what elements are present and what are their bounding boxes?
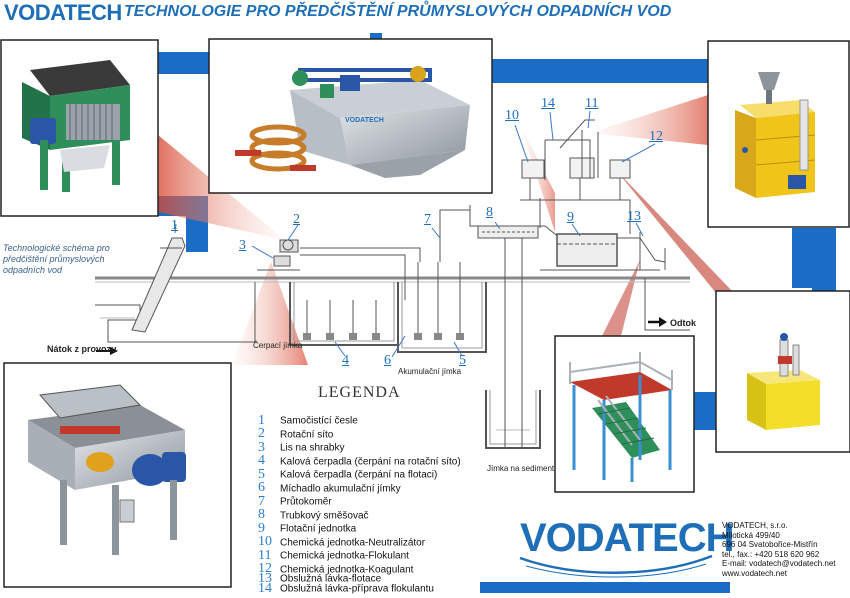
contact-line: VODATECH, s.r.o. [722, 521, 836, 531]
svg-text:VODATECH: VODATECH [345, 117, 384, 124]
callout-number: 12 [649, 129, 663, 145]
contact-website[interactable]: www.vodatech.net [722, 569, 836, 579]
contact-line: 696 04 Svatobořice-Mistřín [722, 540, 836, 550]
callout-number: 8 [486, 205, 493, 221]
callout-number: 9 [567, 210, 574, 226]
company-logo: VODATECH [520, 516, 733, 561]
logo-vodatech-top: VODATECH [4, 0, 122, 26]
callout-number: 6 [384, 353, 391, 369]
contact-email[interactable]: E-mail: vodatech@vodatech.net [722, 559, 836, 569]
scheme-caption: Technologické schéma pro předčištění prů… [3, 243, 143, 276]
callout-number: 10 [505, 108, 519, 124]
callout-number: 2 [293, 212, 300, 228]
callout-number: 3 [239, 238, 246, 254]
accumulation-tank-label: Akumulační jímka [398, 367, 461, 376]
inlet-label: Nátok z provozu [47, 344, 117, 354]
callout-number: 11 [585, 96, 598, 112]
callout-number: 13 [627, 209, 641, 225]
callout-number: 5 [459, 353, 466, 369]
outlet-label: Odtok [670, 318, 696, 328]
legend-title: LEGENDA [318, 384, 401, 402]
poster-title: TECHNOLOGIE PRO PŘEDČIŠTĚNÍ PRŮMYSLOVÝCH… [124, 3, 671, 21]
callout-number: 1 [171, 218, 178, 234]
sediment-tank-label: Jímka na sediment [487, 464, 554, 473]
contact-line: Milotická 499/40 [722, 531, 836, 541]
callout-number: 14 [541, 96, 555, 112]
callout-number: 7 [424, 212, 431, 228]
callout-number: 4 [342, 353, 349, 369]
pump-sump-label: Čerpací jímka [253, 341, 302, 350]
contact-line: tel., fax.: +420 518 620 962 [722, 550, 836, 560]
company-contact: VODATECH, s.r.o. Milotická 499/40 696 04… [722, 521, 836, 579]
